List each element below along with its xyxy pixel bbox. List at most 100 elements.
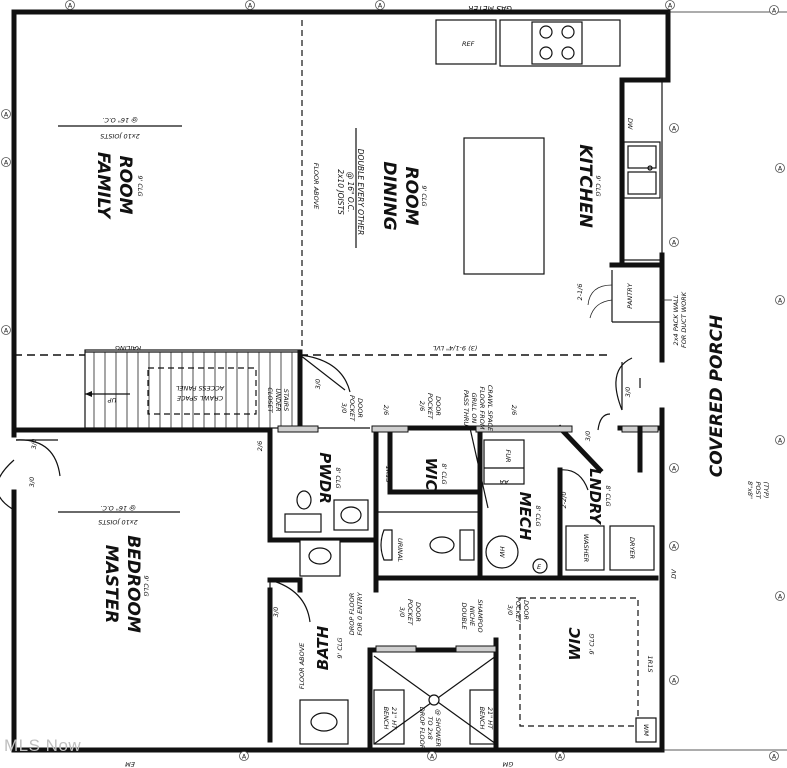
gm-label: GM (502, 760, 513, 768)
cooktop (531, 21, 583, 65)
mech-equipment (483, 439, 548, 574)
kitchen-counters (435, 19, 663, 275)
kitchen-name: KITCHEN (575, 144, 595, 228)
pack-wall-2: FOR DUCT WORK (680, 291, 688, 348)
grid-marker-label: A (558, 754, 563, 761)
bench-1a: BENCH (382, 707, 390, 730)
hw-label: HW (498, 546, 506, 558)
grid-marker-circle (1, 109, 11, 119)
bench-1b: 21" HT (390, 707, 398, 730)
grid-marker-circle (769, 751, 779, 761)
shower-2: TO 2x8 (426, 716, 434, 739)
family-joists-2: @ 16" O.C. (102, 116, 137, 124)
master-bedroom-name-2: BEDROOM (123, 535, 143, 633)
pantry (587, 262, 665, 323)
pwdr-fixtures (284, 490, 369, 533)
dining-room-clg: 9' CLG (420, 185, 428, 206)
grid-marker-label: A (248, 3, 253, 10)
dining-room-name-2: ROOM (401, 167, 421, 226)
dining-joists-2: @ 16" O.C. (346, 172, 355, 213)
door-2-6-a: 2/6 (256, 441, 264, 451)
one-r1s-a: 1R1S (384, 466, 392, 483)
pantry-label: PANTRY (626, 282, 634, 308)
dining-room-name-1: DINING (379, 161, 399, 230)
pwdr-clg: 8' CLG (334, 467, 342, 488)
aa-label: AA (500, 478, 510, 486)
grid-marker-label: A (672, 544, 677, 551)
lndry-clg: 8' CLG (604, 485, 612, 506)
covered-porch-name: COVERED PORCH (707, 315, 727, 478)
ref-label: REF (462, 40, 475, 48)
pocket-b-1: 2/6 (418, 401, 426, 411)
grid-marker-circle (669, 541, 679, 551)
dining-joists-1: 2x10 JOISTS (336, 169, 345, 215)
text-labels: GAS METER REF DW FAMILY ROOM 9' CLG 2x10… (28, 4, 770, 768)
grid-marker-circle (775, 295, 785, 305)
niche-1: DOUBLE (460, 602, 468, 630)
pocket-c-1: 3/0 (398, 607, 406, 617)
dryer-label: DRYER (628, 537, 636, 559)
fur-label: FUR (504, 449, 512, 462)
grid-marker-label: A (778, 298, 783, 305)
laundry-appliances (565, 525, 655, 571)
washer-label: WASHER (582, 534, 590, 562)
e-label: E (537, 563, 542, 571)
lndry-name: LNDRY (586, 468, 604, 526)
grid-marker-circle (669, 123, 679, 133)
kitchen-clg: 9' CLG (594, 175, 602, 196)
wic-hall-name: WIC (422, 457, 440, 490)
grid-marker-circle (669, 463, 679, 473)
grid-marker-label: A (672, 466, 677, 473)
grid-marker-label: A (672, 240, 677, 247)
hall-bath-fixtures (299, 529, 475, 577)
niche-3: SHAMPOO (476, 599, 484, 632)
door-3-0-porch-1: 3/0 (624, 387, 632, 397)
pocket-d-3: DOOR (522, 600, 530, 620)
door-3-0-closet: 3/0 (314, 379, 322, 389)
wic-master-clg: 9' CLG (588, 633, 596, 654)
pocket-d-2: POCKET (514, 597, 522, 624)
grid-marker-circle (769, 5, 779, 15)
grid-marker-circle (427, 751, 437, 761)
pocket-a-2: POCKET (348, 395, 356, 422)
master-joists-2: @ 16" O.C. (100, 504, 135, 512)
crawl-label-1: CRAWL SPACE (176, 394, 223, 402)
shower-1: DROP FLOOR (418, 707, 426, 750)
bench-2a: BENCH (478, 707, 486, 730)
mech-clg: 8' CLG (534, 505, 542, 526)
grid-marker-label: A (672, 126, 677, 133)
door-2-1-6: 2-1/6 (576, 284, 584, 301)
drop-floor-2: FOR 0 ENTRY (356, 591, 364, 635)
grid-marker-circle (669, 675, 679, 685)
door-2-2-0: 2-2/0 (560, 492, 568, 509)
dv-label: DV (670, 569, 678, 579)
grid-marker-circle (555, 751, 565, 761)
bath-clg: 9' CLG (336, 637, 344, 658)
grid-marker-circle (1, 157, 11, 167)
grid-marker-circle (65, 0, 75, 10)
grid-marker-label: A (772, 8, 777, 15)
door-3-0-bath: 3/0 (272, 607, 280, 617)
porch-post-3: (TYP) (762, 482, 770, 499)
master-bedroom-name-1: MASTER (101, 545, 121, 624)
grid-marker-circle (775, 435, 785, 445)
niche-2: NICHE (468, 606, 476, 627)
grid-marker-circle (775, 163, 785, 173)
grid-marker-label: A (4, 112, 9, 119)
family-joists-1: 2x10 JOISTS (100, 132, 140, 140)
grid-marker-label: A (378, 3, 383, 10)
family-room-clg: 9' CLG (136, 175, 144, 196)
mls-watermark: MLS Now (4, 736, 82, 755)
mech-name: MECH (516, 492, 534, 541)
grid-marker-circle (665, 0, 675, 10)
dashed-lines (14, 20, 610, 740)
pack-wall-1: 2x4 PACK WALL (672, 294, 680, 345)
grid-marker-label: A (778, 438, 783, 445)
pass-thru-1: PASS THRU (462, 390, 470, 427)
kitchen-sink (623, 141, 661, 199)
grid-marker-label: A (242, 754, 247, 761)
door-3-0-master: 3/0 (28, 477, 36, 487)
grid-marker-label: A (668, 3, 673, 10)
